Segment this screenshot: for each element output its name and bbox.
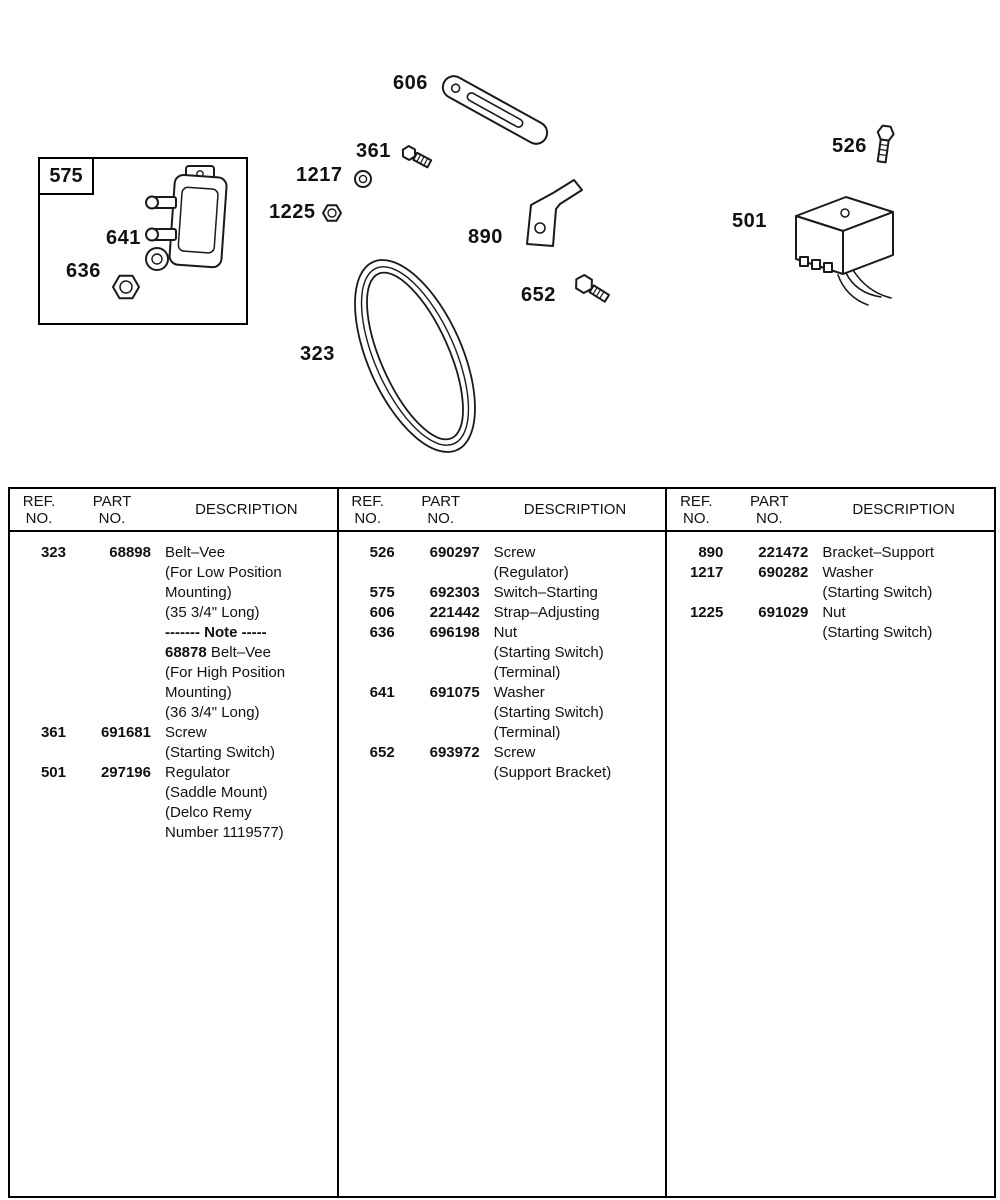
callout-575: 575 bbox=[38, 157, 94, 195]
table-header: REF. NO. PART NO. DESCRIPTION bbox=[667, 489, 995, 532]
header-ref-line2: NO. bbox=[25, 509, 53, 527]
table-row: (Starting Switch) bbox=[493, 704, 604, 721]
table-row: (35 3/4" Long) bbox=[165, 604, 260, 621]
parts-drawing bbox=[112, 75, 895, 453]
header-ref-line1: REF. bbox=[351, 492, 384, 510]
table-row: Number 1119577) bbox=[165, 824, 284, 841]
table-header: REF. NO. PART NO. DESCRIPTION bbox=[338, 489, 666, 532]
header-part-line1: PART bbox=[92, 492, 132, 510]
header-part: PART NO. bbox=[68, 493, 156, 527]
starting-switch-drawing bbox=[145, 165, 228, 269]
bracket-support-drawing bbox=[526, 179, 583, 247]
table-row: Mounting) bbox=[165, 684, 232, 701]
header-part-line2: NO. bbox=[427, 509, 454, 527]
header-description: DESCRIPTION bbox=[852, 501, 955, 518]
table-row: (Starting Switch) bbox=[822, 624, 933, 641]
table-row: (Delco Remy bbox=[165, 804, 252, 821]
header-ref-line1: REF. bbox=[22, 492, 56, 510]
screw-526-drawing bbox=[876, 124, 895, 164]
table-row: ------- Note ----- bbox=[165, 624, 267, 641]
callout-323: 323 bbox=[300, 343, 335, 365]
header-ref: REF. NO. bbox=[10, 493, 68, 527]
header-part: PART NO. bbox=[397, 493, 485, 527]
table-row: (Starting Switch) bbox=[493, 644, 604, 661]
header-ref-line2: NO. bbox=[354, 509, 381, 527]
table-row: 68878 Belt–Vee bbox=[165, 644, 271, 661]
callout-575-label: 575 bbox=[49, 164, 83, 187]
header-part: PART NO. bbox=[725, 493, 813, 527]
table-row: (Saddle Mount) bbox=[165, 784, 268, 801]
table-header: REF. NO. PART NO. DESCRIPTION bbox=[10, 489, 337, 532]
header-description: DESCRIPTION bbox=[523, 501, 627, 518]
washer-641-drawing bbox=[145, 247, 169, 271]
header-ref: REF. NO. bbox=[339, 493, 397, 527]
table-row: (Terminal) bbox=[493, 724, 561, 741]
regulator-drawing bbox=[795, 196, 894, 306]
header-part-line1: PART bbox=[421, 492, 460, 510]
table-row: (Support Bracket) bbox=[493, 764, 612, 781]
header-ref-line2: NO. bbox=[683, 509, 710, 527]
callout-606: 606 bbox=[393, 72, 428, 94]
exploded-parts-diagram: 575 606 361 1217 1225 641 636 890 652 52… bbox=[0, 0, 1000, 482]
callout-652: 652 bbox=[521, 284, 556, 306]
header-ref-line1: REF. bbox=[680, 492, 713, 510]
nut-1225-drawing bbox=[322, 204, 342, 222]
table-row: Mounting) bbox=[165, 584, 232, 601]
table-row: (For High Position bbox=[165, 664, 286, 681]
header-part-line1: PART bbox=[750, 492, 789, 510]
header-part-line2: NO. bbox=[98, 509, 126, 527]
callout-1225: 1225 bbox=[269, 201, 316, 223]
strap-adjusting-drawing bbox=[441, 75, 549, 145]
header-description: DESCRIPTION bbox=[195, 501, 298, 518]
table-row: (Starting Switch) bbox=[822, 584, 933, 601]
v-belt-drawing bbox=[354, 259, 476, 453]
screw-652-drawing bbox=[575, 274, 611, 303]
nut-636-drawing bbox=[112, 274, 140, 300]
header-part-line2: NO. bbox=[756, 509, 783, 527]
callout-1217: 1217 bbox=[296, 164, 343, 186]
screw-361-drawing bbox=[401, 145, 433, 169]
table-row: (Regulator) bbox=[493, 564, 569, 581]
callout-501: 501 bbox=[732, 210, 767, 232]
callout-361: 361 bbox=[356, 140, 391, 162]
callout-641: 641 bbox=[106, 227, 141, 249]
table-row: (Starting Switch) bbox=[165, 744, 276, 761]
table-row: (Terminal) bbox=[493, 664, 561, 681]
switch-group-box bbox=[38, 157, 248, 325]
callout-526: 526 bbox=[832, 135, 867, 157]
table-row: (36 3/4" Long) bbox=[165, 704, 260, 721]
callout-636: 636 bbox=[66, 260, 101, 282]
callout-890: 890 bbox=[468, 226, 503, 248]
washer-1217-drawing bbox=[354, 170, 372, 188]
header-ref: REF. NO. bbox=[667, 493, 725, 527]
table-row: (For Low Position bbox=[165, 564, 282, 581]
